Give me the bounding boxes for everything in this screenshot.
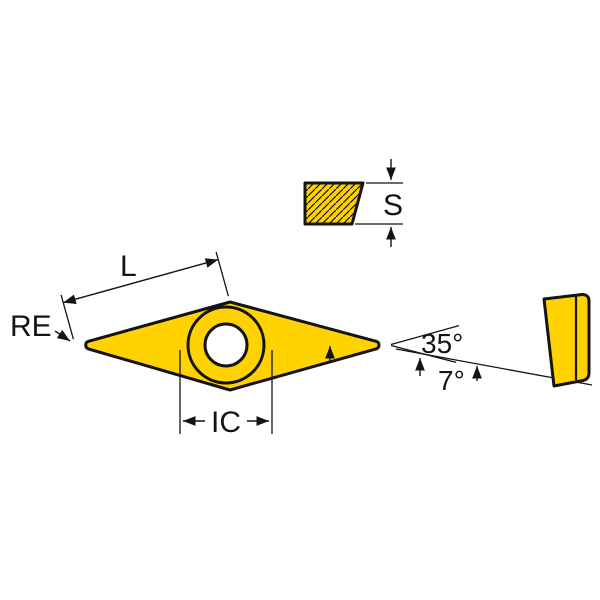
corner-radius-annotation: RE bbox=[10, 310, 71, 343]
thickness-section-view: S bbox=[303, 159, 403, 247]
corner-radius-leader bbox=[54, 329, 71, 342]
insert-top-view bbox=[84, 300, 381, 392]
point-angle-annotation: 35° bbox=[325, 324, 463, 376]
insert-side-view bbox=[542, 293, 591, 388]
hatch-pattern bbox=[305, 183, 363, 224]
length-dimension-line bbox=[63, 258, 219, 304]
insert-side-view-outline bbox=[542, 293, 591, 388]
clearance-angle-label: 7° bbox=[438, 365, 465, 396]
insert-hole-bore bbox=[203, 322, 249, 368]
length-dimension: L bbox=[60, 250, 230, 340]
ic-dimension: IC bbox=[179, 350, 273, 439]
length-extension-line-right bbox=[215, 251, 230, 297]
thickness-label: S bbox=[383, 189, 403, 222]
point-angle-line-lower bbox=[390, 344, 457, 364]
length-label: L bbox=[120, 250, 137, 283]
corner-radius-label: RE bbox=[10, 310, 52, 343]
point-angle-line-upper bbox=[390, 324, 460, 346]
point-angle-label: 35° bbox=[421, 328, 463, 359]
ic-label: IC bbox=[211, 406, 241, 439]
